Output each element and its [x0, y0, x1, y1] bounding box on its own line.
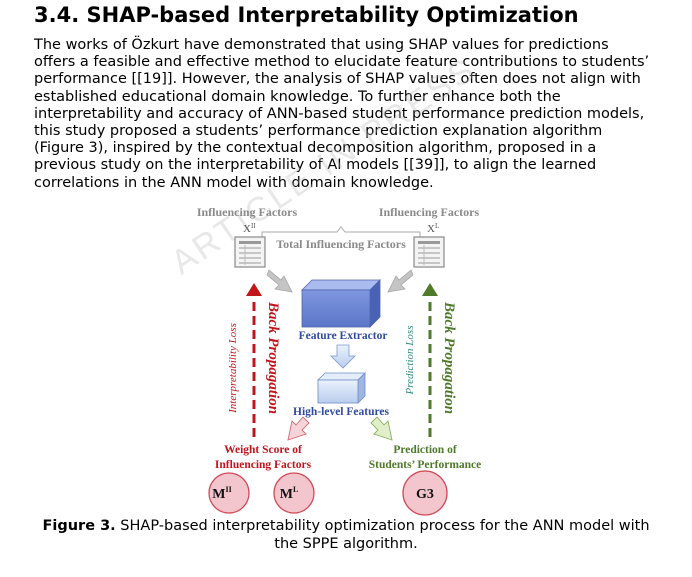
down-arrow	[330, 344, 356, 369]
interpretability-loss-label: Interpretability Loss	[227, 323, 239, 414]
paragraph-line: (Figure 3), inspired by the contextual d…	[34, 140, 597, 157]
total-factors-label: Total Influencing Factors	[276, 237, 406, 251]
arrow-to-prediction	[370, 416, 393, 441]
factor-symbol-right: XL	[427, 222, 439, 235]
feature-extractor-label: Feature Extractor	[299, 330, 388, 342]
weight-circle-ml	[273, 472, 315, 514]
back-propagation-label-right: Back Propagation	[441, 301, 457, 414]
document-icon	[234, 236, 266, 268]
high-level-features-label: High-level Features	[293, 406, 389, 418]
paragraph-line: this study proposed a students’ performa…	[34, 123, 603, 140]
back-propagation-arrowhead-left	[246, 283, 262, 296]
section-paragraph: The works of Özkurt have demonstrated th…	[34, 37, 674, 192]
factor-symbol-left: XII	[243, 222, 256, 235]
weight-score-label-line2: Influencing Factors	[215, 459, 312, 471]
back-propagation-label-left: Back Propagation	[265, 301, 281, 414]
paragraph-line: performance [[19]]. However, the analysi…	[34, 71, 641, 88]
paragraph-line: previous study on the interpretability o…	[34, 157, 597, 174]
influencing-factors-right-label: Influencing Factors	[379, 205, 480, 219]
figure-caption: Figure 3. SHAP-based interpretability op…	[0, 517, 692, 553]
prediction-circle-g3	[402, 470, 448, 516]
paragraph-line: established educational domain knowledge…	[34, 88, 561, 105]
arrow-into-extractor-left	[266, 269, 293, 293]
prediction-loss-label: Prediction Loss	[404, 326, 416, 396]
circle-label-ml: ML	[280, 485, 299, 502]
arrow-to-weight-score	[287, 416, 310, 441]
weight-circle-mii	[208, 472, 250, 514]
paragraph-line: interpretability and accuracy of ANN-bas…	[34, 105, 645, 122]
circle-label-g3: G3	[416, 487, 434, 502]
caption-text-line1: SHAP-based interpretability optimization…	[115, 518, 650, 534]
arrow-into-extractor-right	[387, 269, 414, 293]
high-level-features-box	[317, 372, 366, 404]
paragraph-line: correlations in the ANN model with domai…	[34, 174, 434, 191]
weight-score-label-line1: Weight Score of	[224, 444, 302, 456]
caption-label: Figure 3.	[42, 518, 116, 534]
prediction-label-line1: Prediction of	[393, 444, 457, 456]
circle-label-mii: MII	[212, 485, 231, 502]
document-icon	[413, 236, 445, 268]
paragraph-line: The works of Özkurt have demonstrated th…	[34, 37, 609, 53]
section-heading: 3.4. SHAP-based Interpretability Optimiz…	[34, 3, 579, 27]
back-propagation-arrowhead-right	[422, 283, 438, 296]
influencing-factors-left-label: Influencing Factors	[197, 205, 298, 219]
caption-text-line2: the SPPE algorithm.	[274, 536, 418, 552]
factors-bracket	[261, 226, 421, 237]
paragraph-line: offers a feasible and effective method t…	[34, 54, 650, 71]
prediction-label-line2: Students’ Performance	[369, 459, 482, 471]
feature-extractor-box	[301, 279, 381, 328]
